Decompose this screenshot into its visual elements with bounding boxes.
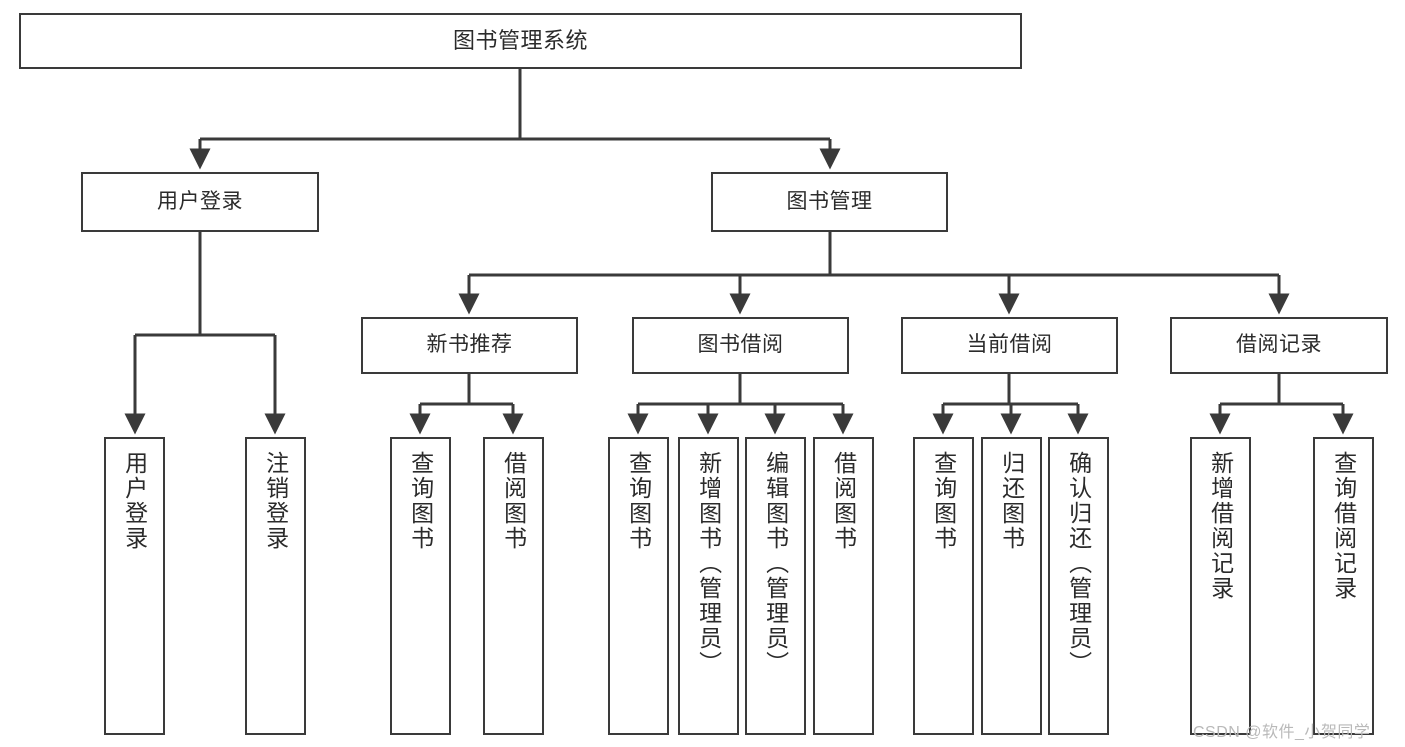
node-leaf-return-book-label: 归还图书 <box>998 451 1025 551</box>
node-book-borrow-label: 图书借阅 <box>697 333 784 357</box>
node-leaf-user-login-label: 用户登录 <box>121 451 148 551</box>
node-leaf-logout[interactable]: 注销登录 <box>245 437 306 735</box>
node-leaf-edit-book[interactable]: 编辑图书（管理员） <box>745 437 806 735</box>
node-leaf-borrow-book-1-label: 借阅图书 <box>500 451 527 551</box>
node-root-label: 图书管理系统 <box>452 28 588 54</box>
node-leaf-query-book-2-label: 查询图书 <box>625 451 652 551</box>
node-leaf-query-book-2[interactable]: 查询图书 <box>608 437 669 735</box>
node-leaf-query-book-3-label: 查询图书 <box>930 451 957 551</box>
node-leaf-query-record-label: 查询借阅记录 <box>1330 451 1357 601</box>
node-user-login[interactable]: 用户登录 <box>81 172 319 232</box>
node-book-manage-label: 图书管理 <box>786 189 873 213</box>
node-leaf-query-book-1-label: 查询图书 <box>407 451 434 551</box>
node-new-book-rec[interactable]: 新书推荐 <box>361 317 578 374</box>
node-leaf-add-book-label: 新增图书（管理员） <box>695 451 722 676</box>
node-leaf-user-login[interactable]: 用户登录 <box>104 437 165 735</box>
node-new-book-rec-label: 新书推荐 <box>426 333 513 357</box>
node-root[interactable]: 图书管理系统 <box>19 13 1022 69</box>
node-book-manage[interactable]: 图书管理 <box>711 172 948 232</box>
node-leaf-logout-label: 注销登录 <box>262 451 289 551</box>
node-leaf-edit-book-label: 编辑图书（管理员） <box>762 451 789 676</box>
node-leaf-query-book-1[interactable]: 查询图书 <box>390 437 451 735</box>
node-current-borrow[interactable]: 当前借阅 <box>901 317 1118 374</box>
node-leaf-confirm-return-label: 确认归还（管理员） <box>1065 451 1092 676</box>
node-leaf-add-record[interactable]: 新增借阅记录 <box>1190 437 1251 735</box>
node-leaf-query-book-3[interactable]: 查询图书 <box>913 437 974 735</box>
node-borrow-record[interactable]: 借阅记录 <box>1170 317 1388 374</box>
node-leaf-add-record-label: 新增借阅记录 <box>1207 451 1234 601</box>
node-user-login-label: 用户登录 <box>157 189 243 213</box>
node-book-borrow[interactable]: 图书借阅 <box>632 317 849 374</box>
node-current-borrow-label: 当前借阅 <box>966 333 1053 357</box>
node-leaf-query-record[interactable]: 查询借阅记录 <box>1313 437 1374 735</box>
node-leaf-return-book[interactable]: 归还图书 <box>981 437 1042 735</box>
node-leaf-confirm-return[interactable]: 确认归还（管理员） <box>1048 437 1109 735</box>
csdn-watermark: CSDN @软件_小贺同学 <box>1193 724 1371 741</box>
node-leaf-borrow-book-2-label: 借阅图书 <box>830 451 857 551</box>
node-leaf-borrow-book-1[interactable]: 借阅图书 <box>483 437 544 735</box>
node-borrow-record-label: 借阅记录 <box>1236 333 1322 357</box>
node-leaf-add-book[interactable]: 新增图书（管理员） <box>678 437 739 735</box>
node-leaf-borrow-book-2[interactable]: 借阅图书 <box>813 437 874 735</box>
